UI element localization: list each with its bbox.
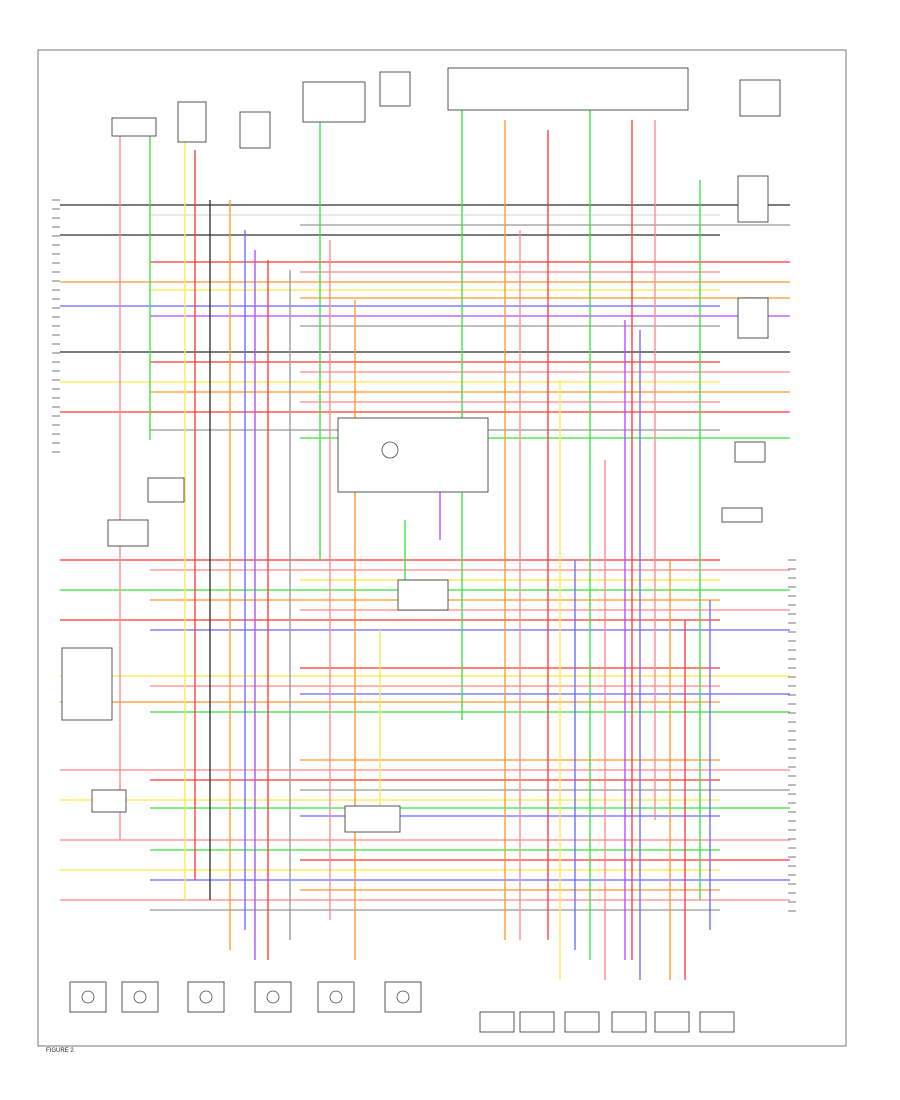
left-module-3 (91, 789, 127, 813)
injector-coil-icon (396, 990, 410, 1004)
footer-code: FIGURE 2 (46, 1048, 74, 1054)
module-right-1 (737, 175, 769, 223)
injector-coil-icon (133, 990, 147, 1004)
sensor-1 (479, 1011, 515, 1033)
sensor-4 (611, 1011, 647, 1033)
injector-coil-icon (329, 990, 343, 1004)
module-right-2 (737, 297, 769, 339)
center-relay (344, 805, 401, 833)
sensor-2 (519, 1011, 555, 1033)
sensor-6 (699, 1011, 735, 1033)
wire-layer (60, 110, 790, 980)
center-module (337, 417, 489, 493)
component-fuse-right (739, 79, 781, 117)
injector-coil-icon (81, 990, 95, 1004)
ecu-connector-right (788, 559, 796, 912)
module-right-3 (734, 441, 766, 463)
injector-5 (317, 981, 355, 1013)
injector-1 (69, 981, 107, 1013)
component-sensor-a (177, 101, 207, 143)
module-right-4 (721, 507, 763, 523)
injector-2 (121, 981, 159, 1013)
right-modules (721, 175, 769, 523)
component-sensor-b (239, 111, 271, 149)
left-module-1 (107, 519, 149, 547)
injector-3 (187, 981, 225, 1013)
ecu-connector-left (52, 199, 60, 453)
component-switch-unit (302, 81, 366, 123)
left-module-2 (61, 647, 113, 721)
fuse-block (447, 67, 689, 111)
injector-6 (384, 981, 422, 1013)
component-relay (379, 71, 411, 107)
sensor-3 (564, 1011, 600, 1033)
injector-coil-icon (199, 990, 213, 1004)
injector-coil-icon (266, 990, 280, 1004)
sensor-group-right (479, 1011, 735, 1033)
component-left-sensor (111, 117, 157, 137)
sensor-5 (654, 1011, 690, 1033)
diagram-border (37, 49, 847, 1047)
injector-group-left (69, 981, 422, 1013)
left-switch (147, 477, 185, 503)
center-components (337, 417, 489, 833)
center-motor-icon (381, 441, 399, 459)
top-components (111, 67, 781, 149)
center-sensor (397, 579, 449, 611)
left-components (61, 477, 185, 813)
injector-4 (254, 981, 292, 1013)
